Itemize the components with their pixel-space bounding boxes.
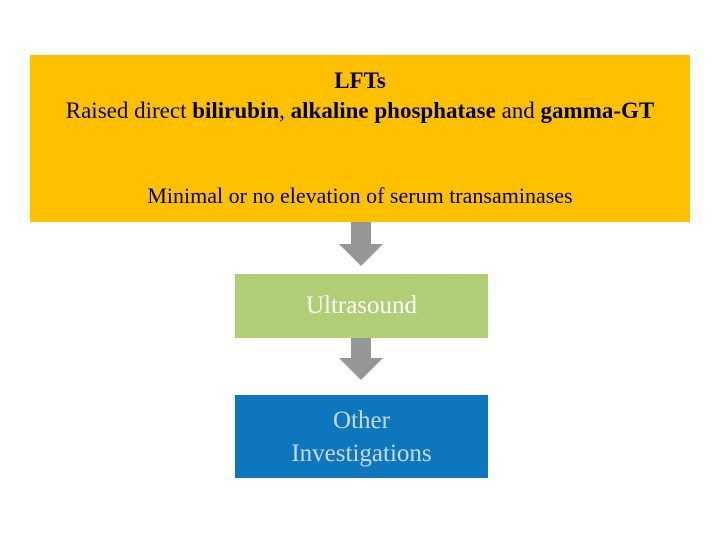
- lfts-title: LFTs: [334, 68, 386, 93]
- lfts-findings-cont: and: [501, 98, 541, 123]
- ultrasound-box: Ultrasound: [235, 274, 488, 338]
- arrow-shaft: [351, 222, 371, 244]
- lfts-bold-alp: alkaline phosphatase: [290, 98, 496, 123]
- lfts-findings-mid: ,: [279, 98, 291, 123]
- lfts-bold-ggt: gamma-GT: [540, 98, 655, 123]
- lfts-findings-line: Raised direct bilirubin, alkaline phosph…: [30, 96, 690, 126]
- other-investigations-line1: Other: [333, 406, 390, 434]
- arrow-head: [339, 358, 383, 380]
- other-investigations-line2: Investigations: [291, 439, 432, 467]
- ultrasound-label: Ultrasound: [305, 292, 418, 319]
- arrow-lfts-to-ultrasound-icon: [339, 222, 383, 266]
- arrow-ultrasound-to-other-icon: [339, 338, 383, 380]
- lfts-transaminases-line: Minimal or no elevation of serum transam…: [147, 183, 573, 208]
- lfts-bold-bilirubin: bilirubin: [192, 98, 280, 123]
- lfts-findings-pre: Raised direct: [65, 98, 193, 123]
- arrow-head: [339, 244, 383, 266]
- lfts-panel: LFTs Raised direct bilirubin, alkaline p…: [30, 55, 690, 222]
- arrow-shaft: [351, 338, 371, 358]
